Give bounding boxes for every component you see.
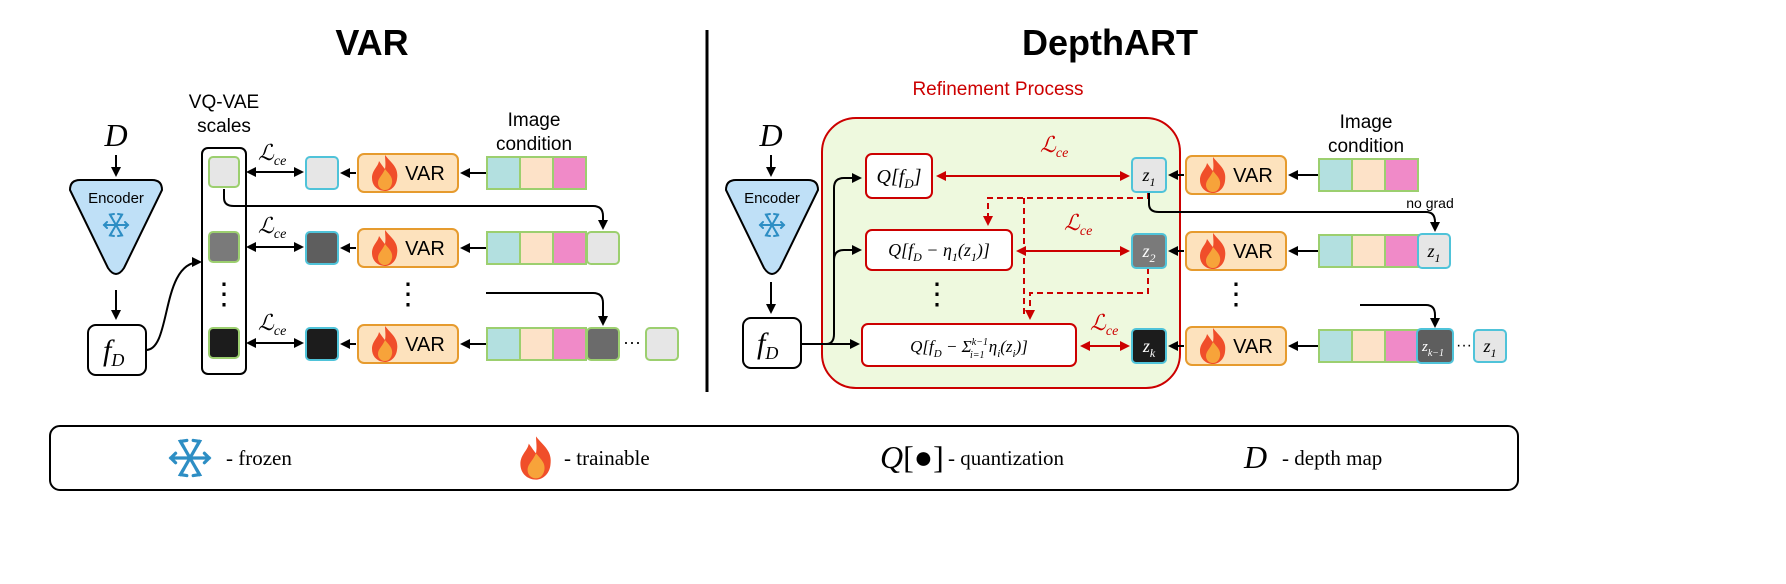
vq-token-2 bbox=[208, 231, 240, 263]
legend-frozen: - frozen bbox=[226, 446, 292, 470]
arrow-fd-to-vq bbox=[145, 257, 202, 351]
vq-ellipsis: ⋮ bbox=[209, 278, 239, 311]
feedback-arrow-2 bbox=[486, 292, 608, 326]
z1-token bbox=[1131, 157, 1167, 193]
condition-strip-right-3 bbox=[1318, 329, 1419, 363]
image-condition-right-line1: Image bbox=[1340, 112, 1393, 133]
loss-label-red-2: ℒce bbox=[1064, 210, 1092, 239]
loss-label-2: ℒce bbox=[258, 213, 286, 242]
image-condition-line2: condition bbox=[496, 134, 572, 155]
var-block-2-label: VAR bbox=[405, 238, 445, 260]
legend-depth: - depth map bbox=[1282, 446, 1382, 470]
loss-label-red-3: ℒce bbox=[1090, 310, 1118, 339]
var-block-1-label: VAR bbox=[405, 163, 445, 185]
feedback-arrow-right bbox=[1360, 304, 1440, 328]
condition-strip-right-2 bbox=[1318, 234, 1419, 268]
vq-token-k bbox=[208, 327, 240, 359]
z2-token-label: z2 bbox=[1141, 241, 1155, 265]
q-box-3 bbox=[861, 323, 1077, 367]
encoder-label: Encoder bbox=[88, 190, 144, 207]
var-ellipsis: ⋮ bbox=[393, 278, 423, 311]
image-condition-line1: Image bbox=[508, 110, 561, 131]
loss-label-red-1: ℒce bbox=[1040, 132, 1068, 161]
condition-strip-right-1 bbox=[1318, 158, 1419, 192]
var-block-3-label: VAR bbox=[405, 334, 445, 356]
cond-right-zk1-label: zk−1 bbox=[1421, 339, 1444, 359]
depthart-title: DepthART bbox=[1022, 22, 1198, 63]
var-title: VAR bbox=[335, 22, 408, 63]
cond-right-z1-last-label: z1 bbox=[1482, 336, 1496, 360]
cond-right-zk1-token bbox=[1416, 328, 1454, 364]
depth-input-symbol-right: D bbox=[758, 117, 782, 153]
vq-header-line2: scales bbox=[197, 116, 251, 137]
cond-right-z1-token bbox=[1417, 233, 1451, 269]
condition-dots: ··· bbox=[623, 332, 641, 352]
depth-input-symbol: D bbox=[103, 117, 127, 153]
legend-depth-symbol: D bbox=[1243, 439, 1267, 475]
feedback-arrow-1 bbox=[223, 189, 608, 230]
no-grad-label: no grad bbox=[1406, 195, 1453, 211]
z2-token bbox=[1131, 233, 1167, 269]
loss-label-3: ℒce bbox=[258, 310, 286, 339]
cond-right-z1-last-token bbox=[1473, 329, 1507, 363]
legend-trainable: - trainable bbox=[564, 446, 650, 470]
encoder-label-right: Encoder bbox=[744, 190, 800, 207]
z1-token-label: z1 bbox=[1141, 165, 1155, 189]
var-block-right-3-label: VAR bbox=[1233, 336, 1273, 358]
refinement-label: Refinement Process bbox=[912, 79, 1083, 100]
condition-strip-1 bbox=[486, 156, 587, 190]
cond-right-dots: ··· bbox=[1456, 337, 1472, 354]
legend-box bbox=[49, 425, 1519, 491]
vq-header-line1: VQ-VAE bbox=[189, 92, 259, 113]
zk-token bbox=[1131, 328, 1167, 364]
arrow-fd-to-q2 bbox=[833, 245, 862, 261]
dashed-feedback-2 bbox=[1025, 268, 1149, 320]
condition-token-first bbox=[645, 327, 679, 361]
q-box-1 bbox=[865, 153, 933, 199]
legend-quantization-symbol: Q[●] bbox=[880, 439, 944, 475]
no-grad-arrow bbox=[1148, 193, 1440, 232]
pred-token-2 bbox=[305, 231, 339, 265]
pred-token-1 bbox=[305, 156, 339, 190]
condition-token-appended bbox=[586, 231, 620, 265]
condition-token-k1 bbox=[586, 327, 620, 361]
q-ellipsis: ⋮ bbox=[922, 278, 952, 311]
cond-right-z1-label: z1 bbox=[1426, 241, 1440, 265]
legend-quantization: - quantization bbox=[948, 446, 1065, 470]
vq-token-1 bbox=[208, 156, 240, 188]
var-ellipsis-right: ⋮ bbox=[1221, 278, 1251, 311]
var-block-right-1-label: VAR bbox=[1233, 165, 1273, 187]
var-block-right-2-label: VAR bbox=[1233, 241, 1273, 263]
q-box-2 bbox=[865, 229, 1013, 271]
image-condition-right-line2: condition bbox=[1328, 136, 1404, 157]
condition-strip-2 bbox=[486, 231, 587, 265]
q-box-1-text: Q[fD] bbox=[877, 166, 922, 191]
pred-token-3 bbox=[305, 327, 339, 361]
zk-token-label: zk bbox=[1142, 336, 1156, 360]
loss-label-1: ℒce bbox=[258, 140, 286, 169]
condition-strip-3 bbox=[486, 327, 587, 361]
